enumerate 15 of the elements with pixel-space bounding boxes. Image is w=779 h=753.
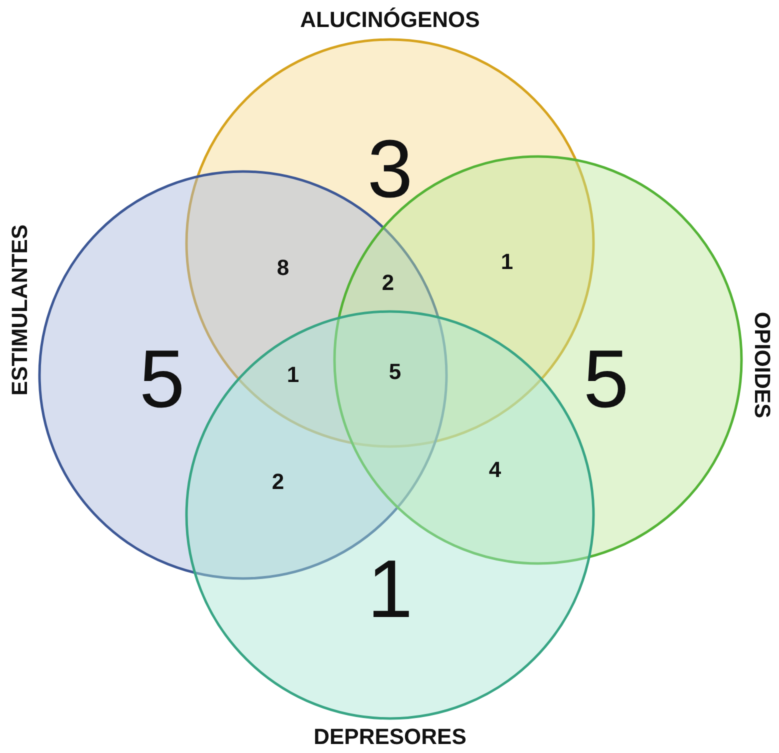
region-count: 3 — [367, 129, 413, 211]
category-heading: OPIOIDES — [749, 312, 775, 418]
region-count: 1 — [286, 364, 300, 386]
region-count: 2 — [382, 272, 394, 294]
region-count: 5 — [139, 339, 185, 421]
category-heading: DEPRESORES — [314, 724, 466, 750]
region-count: 5 — [583, 339, 629, 421]
region-count: 1 — [500, 251, 514, 273]
region-count: 8 — [276, 257, 290, 279]
category-heading: ESTIMULANTES — [7, 224, 33, 396]
category-heading: ALUCINÓGENOS — [300, 7, 480, 33]
region-count: 2 — [272, 471, 284, 493]
region-count: 4 — [488, 459, 502, 481]
region-count: 5 — [388, 361, 402, 383]
region-count: 1 — [367, 549, 413, 631]
